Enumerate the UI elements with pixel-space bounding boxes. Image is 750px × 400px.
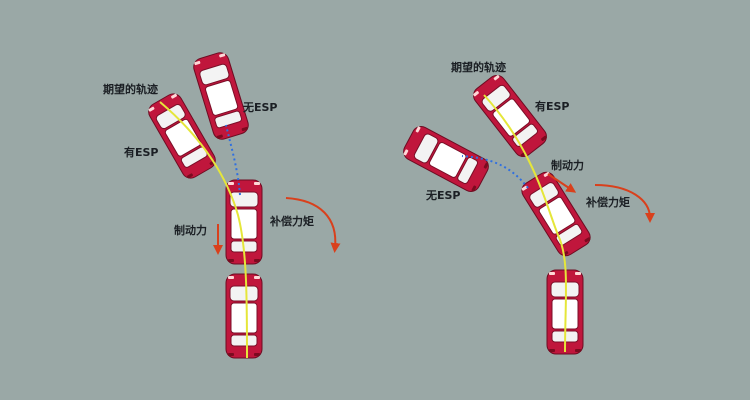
with-esp-label: 有ESP: [535, 100, 570, 113]
brake-force-label: 制动力: [551, 159, 584, 172]
brake-arrow-icon: [547, 173, 577, 193]
desired-trajectory-line: [159, 101, 248, 359]
car-icon: [191, 50, 251, 142]
with-esp-label: 有ESP: [124, 146, 159, 159]
no-esp-path-line: [225, 124, 241, 196]
desired-path-label: 期望的轨迹: [103, 83, 158, 96]
compensation-torque-label: 补偿力矩: [270, 215, 314, 228]
car-icon: [225, 273, 263, 359]
torque-arrow-icon: [594, 184, 655, 223]
left-diagram: [144, 50, 341, 359]
car-icon: [517, 168, 595, 260]
right-diagram: [399, 71, 655, 355]
torque-arrow-icon: [285, 197, 341, 253]
desired-path-label: 期望的轨迹: [451, 61, 506, 74]
without-esp-label: 无ESP: [243, 101, 278, 114]
brake-force-label: 制动力: [174, 224, 207, 237]
compensation-torque-label: 补偿力矩: [586, 196, 630, 209]
without-esp-label: 无ESP: [426, 189, 461, 202]
car-icon: [399, 122, 493, 196]
car-icon: [469, 71, 551, 161]
desired-trajectory-line: [483, 94, 568, 353]
